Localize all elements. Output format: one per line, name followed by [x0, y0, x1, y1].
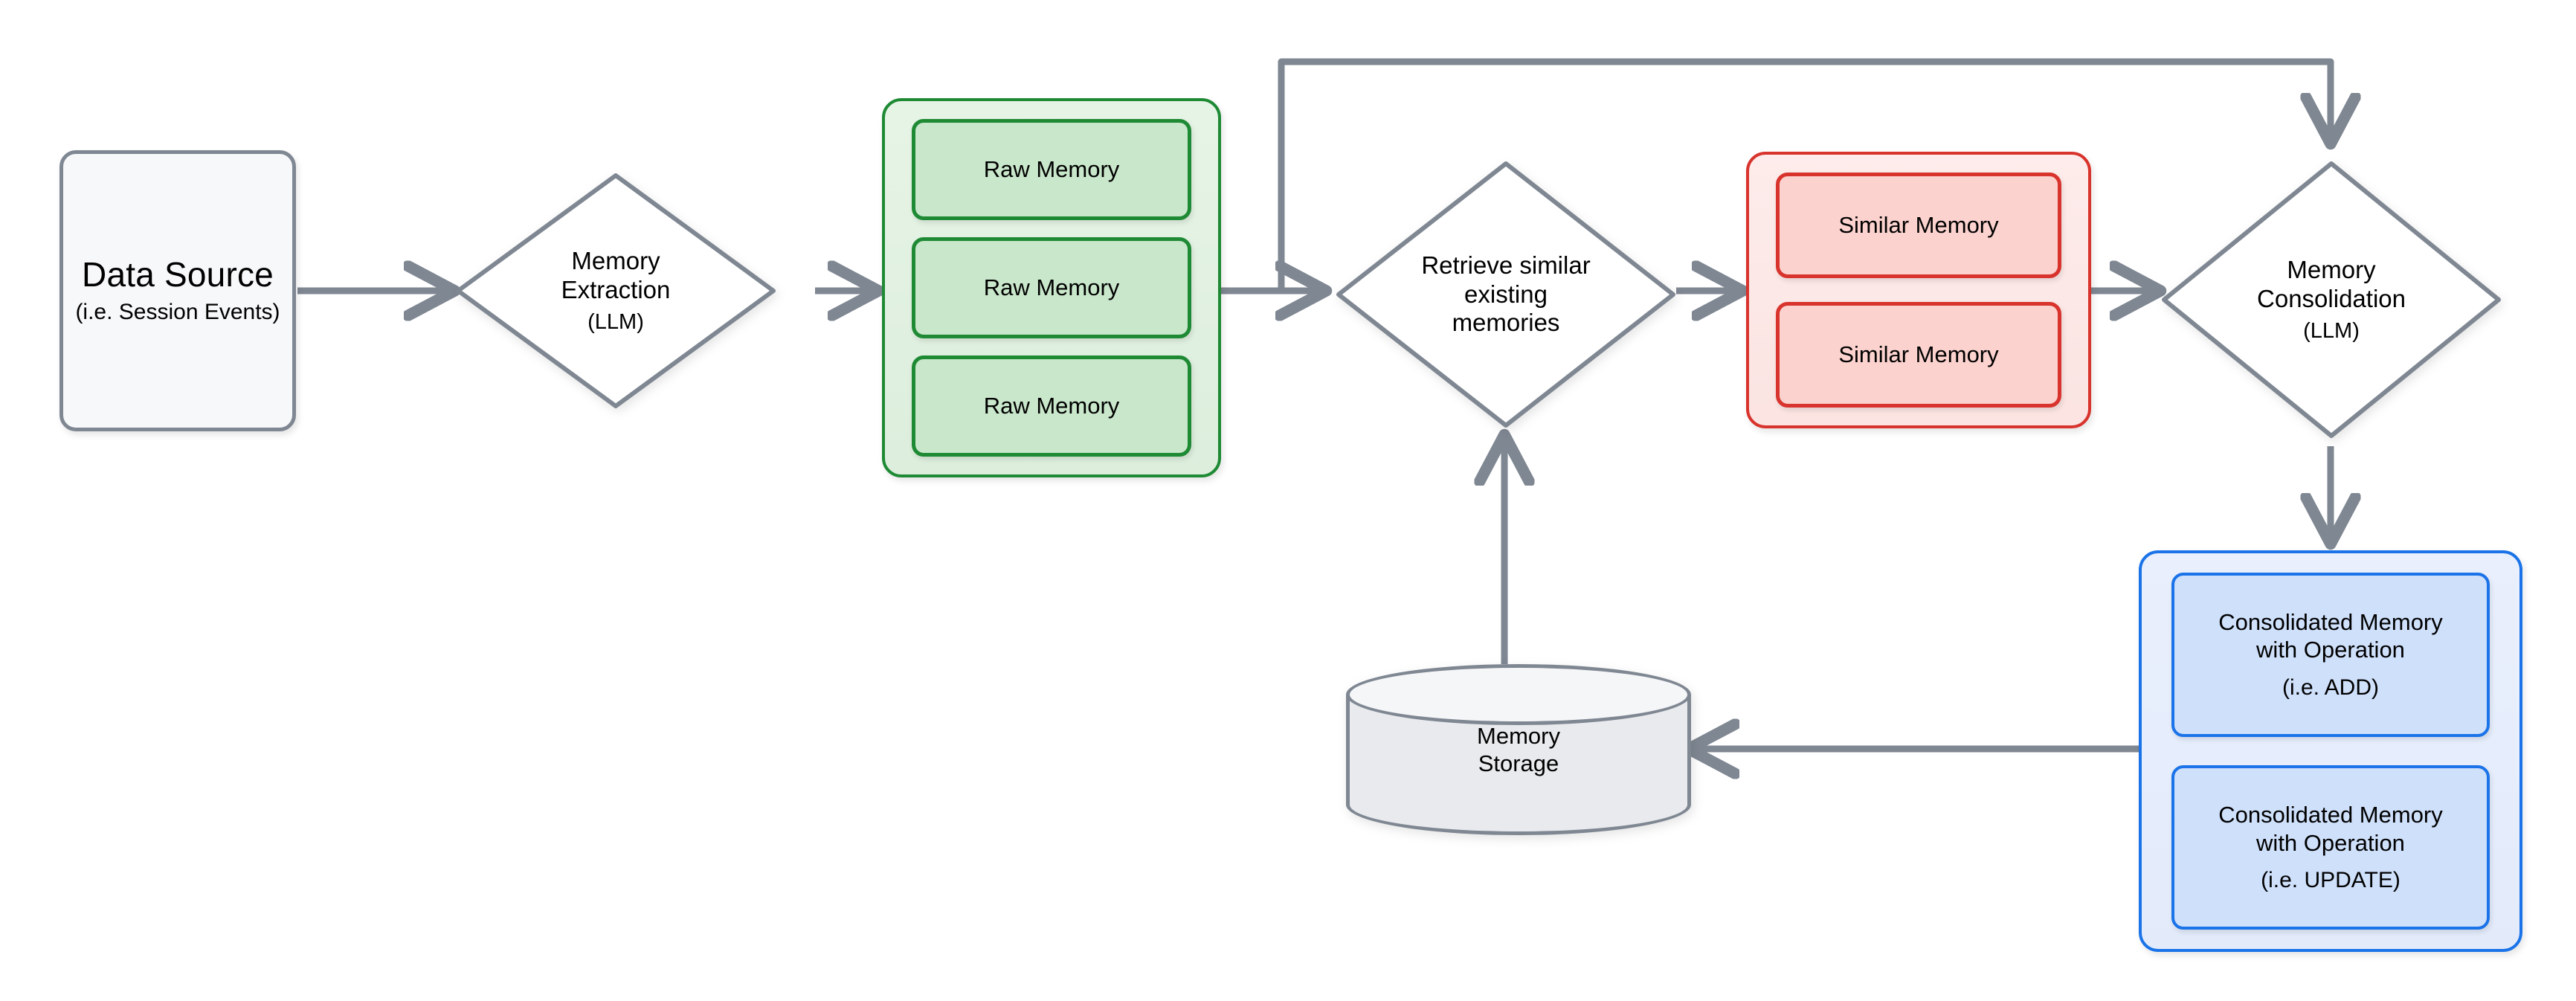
data-source-subtitle: (i.e. Session Events)	[75, 299, 280, 324]
raw-memory-chip[interactable]: Raw Memory	[912, 236, 1191, 339]
similar-memory-chip[interactable]: Similar Memory	[1776, 173, 2061, 279]
diamond-shape	[1336, 161, 1675, 428]
raw-memory-label: Raw Memory	[983, 393, 1120, 419]
consolidated-memory-line1: Consolidated Memory	[2218, 801, 2443, 828]
node-memory-storage[interactable]: Memory Storage	[1346, 664, 1691, 835]
memory-storage-line2: Storage	[1478, 750, 1559, 776]
consolidated-memory-line2: with Operation	[2256, 829, 2405, 856]
node-consolidated-memory-group: Consolidated Memory with Operation (i.e.…	[2139, 550, 2522, 952]
similar-memory-chip[interactable]: Similar Memory	[1776, 301, 2061, 408]
node-raw-memory-group: Raw Memory Raw Memory Raw Memory	[882, 98, 1221, 477]
node-memory-consolidation[interactable]: Memory Consolidation (LLM)	[2158, 158, 2505, 442]
node-memory-extraction[interactable]: Memory Extraction (LLM)	[452, 170, 779, 412]
consolidated-memory-operation: (i.e. UPDATE)	[2261, 868, 2400, 893]
similar-memory-label: Similar Memory	[1838, 341, 1999, 367]
node-retrieve-similar-memories[interactable]: Retrieve similar existing memories	[1333, 158, 1679, 431]
raw-memory-chip[interactable]: Raw Memory	[912, 355, 1191, 457]
consolidated-memory-line1: Consolidated Memory	[2218, 608, 2443, 635]
consolidated-memory-chip[interactable]: Consolidated Memory with Operation (i.e.…	[2171, 573, 2490, 737]
consolidated-memory-line2: with Operation	[2256, 637, 2405, 663]
raw-memory-label: Raw Memory	[983, 274, 1120, 301]
memory-storage-label: Memory Storage	[1346, 664, 1691, 835]
raw-memory-label: Raw Memory	[983, 156, 1120, 183]
node-data-source[interactable]: Data Source (i.e. Session Events)	[59, 150, 296, 431]
similar-memory-label: Similar Memory	[1838, 212, 1999, 239]
cylinder-top	[1346, 664, 1691, 725]
consolidated-memory-chip[interactable]: Consolidated Memory with Operation (i.e.…	[2171, 765, 2490, 930]
consolidated-memory-operation: (i.e. ADD)	[2282, 675, 2380, 701]
node-similar-memory-group: Similar Memory Similar Memory	[1746, 152, 2091, 428]
diamond-shape	[456, 173, 776, 408]
diamond-shape	[2162, 161, 2501, 438]
data-source-title: Data Source	[82, 254, 274, 294]
memory-storage-line1: Memory	[1477, 722, 1560, 749]
raw-memory-chip[interactable]: Raw Memory	[912, 119, 1191, 221]
